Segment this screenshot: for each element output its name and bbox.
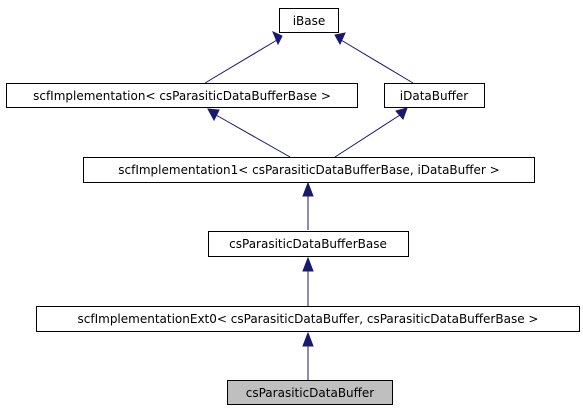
node-idatabuffer-label: iDataBuffer <box>400 89 468 103</box>
node-scf-implementation1-label: scfImplementation1< csParasiticDataBuffe… <box>118 163 499 177</box>
edge-idatabuffer-to-ibase <box>334 32 414 84</box>
node-scf-implementation-ext0-label: scfImplementationExt0< csParasiticDataBu… <box>78 312 539 326</box>
node-csparasiticdatabufferbase[interactable]: csParasiticDataBufferBase <box>208 231 409 257</box>
node-scf-implementation1[interactable]: scfImplementation1< csParasiticDataBuffe… <box>83 157 535 183</box>
inheritance-edges <box>204 31 414 380</box>
node-ibase-label: iBase <box>293 14 326 28</box>
node-idatabuffer[interactable]: iDataBuffer <box>384 83 485 108</box>
class-nodes: iBase scfImplementation< csParasiticData… <box>6 8 580 405</box>
edge-scf-impl1-to-scf-impl <box>207 108 291 158</box>
node-ibase[interactable]: iBase <box>279 8 339 33</box>
edge-scf-ext0-to-base <box>302 256 314 306</box>
node-scf-implementation-ext0[interactable]: scfImplementationExt0< csParasiticDataBu… <box>36 306 580 332</box>
edge-scf-impl1-to-idatabuffer <box>334 107 408 158</box>
node-scf-implementation-label: scfImplementation< csParasiticDataBuffer… <box>33 89 331 103</box>
edge-scf-impl-to-ibase <box>204 31 283 84</box>
node-csparasiticdatabuffer[interactable]: csParasiticDataBuffer <box>227 380 393 405</box>
node-scf-implementation[interactable]: scfImplementation< csParasiticDataBuffer… <box>6 83 358 108</box>
node-csparasiticdatabuffer-label: csParasiticDataBuffer <box>246 386 375 400</box>
edge-base-to-scf-impl1 <box>302 181 314 230</box>
node-csparasiticdatabufferbase-label: csParasiticDataBufferBase <box>229 237 387 251</box>
edge-buffer-to-scf-ext0 <box>302 331 314 380</box>
